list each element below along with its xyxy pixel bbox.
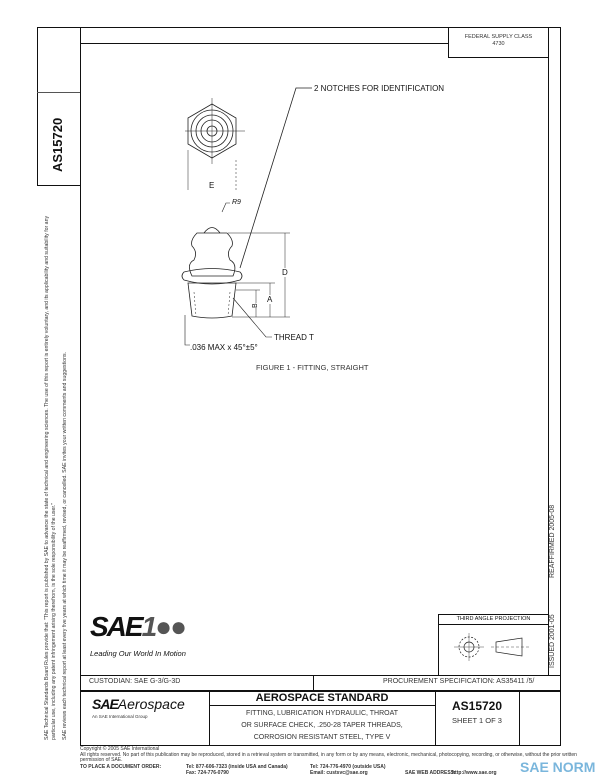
sae-aerospace-logo: SAEAerospace An SAE International Group (92, 696, 185, 719)
issued-date: ISSUED 2001-05 (549, 614, 556, 668)
brand-sub: An SAE International Group (92, 714, 148, 719)
dim-a-label: A (267, 295, 273, 304)
sae100-logo: SAE1●● (90, 611, 187, 643)
order-label: TO PLACE A DOCUMENT ORDER: (80, 764, 162, 770)
brand-aerospace: Aerospace (117, 696, 185, 712)
dim-e-label: E (209, 181, 215, 190)
reaffirmed-date: REAFFIRMED 2005-08 (549, 504, 556, 578)
notch-leader-line (239, 87, 312, 269)
web-address[interactable]: http://www.sae.org (452, 769, 497, 776)
notch-note: 2 NOTCHES FOR IDENTIFICATION (314, 84, 445, 93)
thread-label: THREAD T (274, 333, 314, 342)
disclaimer-line-2: SAE reviews each technical report at lea… (62, 352, 68, 740)
title-line: OR SURFACE CHECK, .250-28 TAPER THREADS, (241, 722, 403, 729)
third-angle-projection-box: THIRD ANGLE PROJECTION (438, 614, 549, 676)
projection-label: THIRD ANGLE PROJECTION (439, 615, 548, 625)
drawing-frame (80, 27, 561, 746)
document-title: FITTING, LUBRICATION HYDRAULIC, THROAT O… (209, 708, 435, 744)
procurement-specification: PROCUREMENT SPECIFICATION: AS35411 /5/ (383, 678, 535, 685)
brand-sae: SAE (92, 696, 119, 712)
fsc-value: 4730 (492, 41, 505, 47)
sae-logo-text: SAE1●● (90, 611, 187, 642)
logo-tagline: Leading Our World In Motion (90, 649, 186, 658)
copyright: Copyright © 2005 SAE International (80, 746, 160, 752)
radius-label: R9 (232, 199, 241, 206)
order-tel-us: Tel: 877-606-7323 (inside USA and Canada… (186, 764, 288, 770)
figure-caption: FIGURE 1 - FITTING, STRAIGHT (256, 363, 369, 372)
projection-symbol-icon (454, 633, 529, 661)
chamfer-note: .036 MAX x 45°±5° (190, 343, 258, 352)
sae-norm-watermark: SAE NORM (520, 759, 596, 775)
title-line: FITTING, LUBRICATION HYDRAULIC, THROAT (245, 710, 399, 717)
dim-d-label: D (282, 268, 288, 277)
doc-number: AS15720 (451, 699, 503, 713)
fsc-label: FEDERAL SUPPLY CLASS (464, 34, 533, 40)
aerospace-standard-heading: AEROSPACE STANDARD (255, 692, 389, 704)
order-tel-intl: Tel: 724-776-4970 (outside USA) (310, 764, 386, 770)
federal-supply-class: FEDERAL SUPPLY CLASS 4730 (449, 34, 548, 48)
order-fax: Fax: 724-776-0790 (186, 769, 229, 776)
sheet-number: SHEET 1 OF 3 (452, 716, 502, 725)
order-email: Email: custsvc@sae.org (310, 769, 368, 776)
web-label: SAE WEB ADDRESS: (405, 769, 456, 776)
title-line: CORROSION RESISTANT STEEL, TYPE V (253, 734, 391, 741)
dim-b-label: B (252, 303, 259, 308)
rights-notice: All rights reserved. No part of this pub… (80, 751, 577, 763)
custodian: CUSTODIAN: SAE G-3/G-3D (89, 678, 181, 685)
